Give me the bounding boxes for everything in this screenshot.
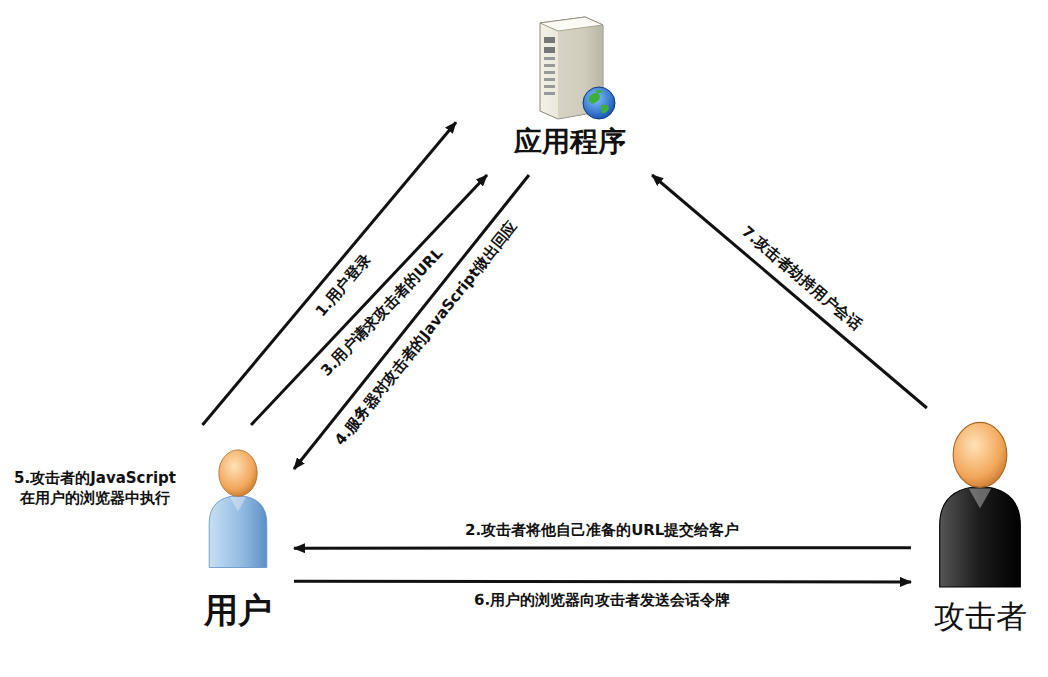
flow-arrow [294,175,529,469]
edge-label: 6.用户的浏览器向攻击者发送会话令牌 [474,589,730,609]
edge-label: 2.攻击者将他自己准备的URL提交给客户 [465,520,739,540]
flow-arrow [294,580,911,584]
flow-arrow [202,122,456,425]
node-label: 攻击者 [911,598,1048,635]
flow-arrow [294,546,911,550]
user-node: 用户 [181,425,294,645]
step-note: 5.攻击者的JavaScript在用户的浏览器中执行 [10,468,180,508]
server-node: 应用程序 [456,15,684,175]
attacker-node: 攻击者 [911,408,1048,653]
server-icon [515,15,625,125]
edge-label: 7.攻击者劫持用户会话 [737,221,865,334]
person-icon [198,425,278,590]
person-icon [924,408,1036,598]
node-label: 应用程序 [456,125,684,159]
node-label: 用户 [181,590,294,631]
flow-arrow [652,175,927,408]
